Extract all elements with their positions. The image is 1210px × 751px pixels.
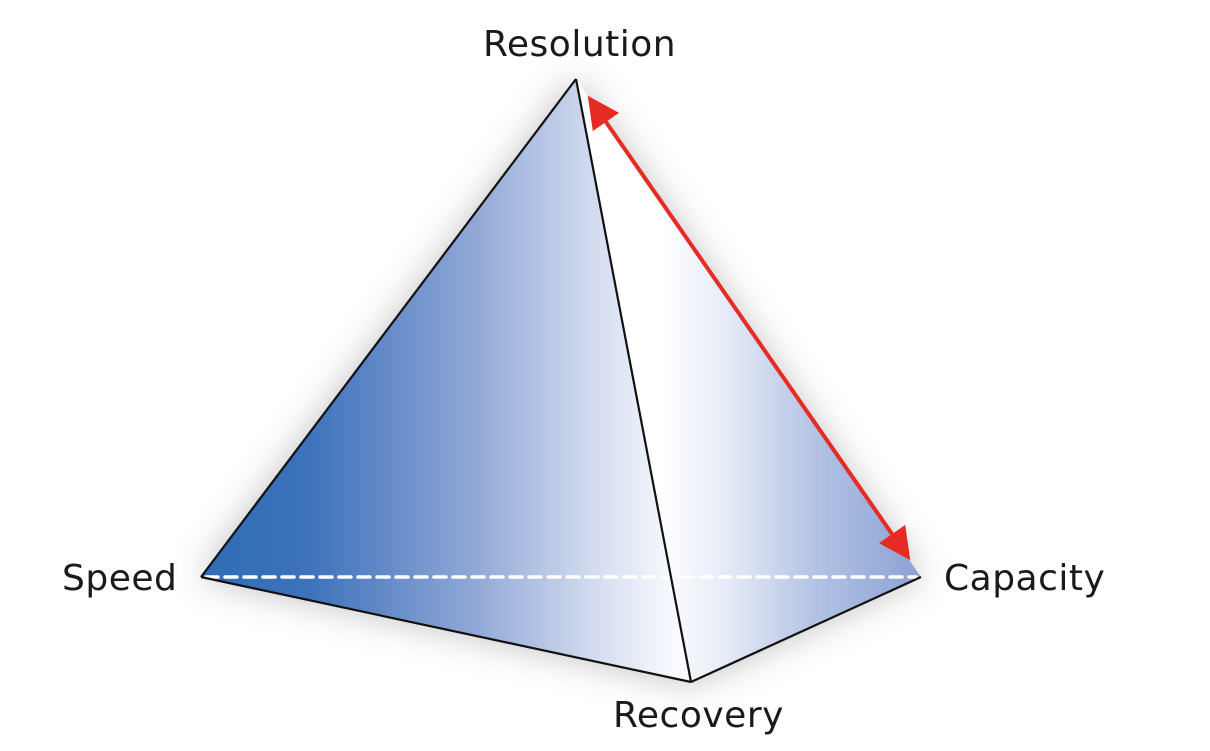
vertex-label-recovery: Recovery bbox=[613, 695, 784, 736]
edge-speed-recovery bbox=[200, 575, 692, 684]
edge-resolution-speed bbox=[200, 78, 577, 578]
edge-recovery-capacity bbox=[690, 575, 922, 684]
vertex-label-speed: Speed bbox=[62, 558, 178, 599]
vertex-label-resolution: Resolution bbox=[483, 24, 677, 65]
vertex-label-capacity: Capacity bbox=[944, 558, 1106, 599]
pyramid-face-left bbox=[201, 79, 691, 682]
resolution-capacity-arrow bbox=[587, 95, 911, 561]
